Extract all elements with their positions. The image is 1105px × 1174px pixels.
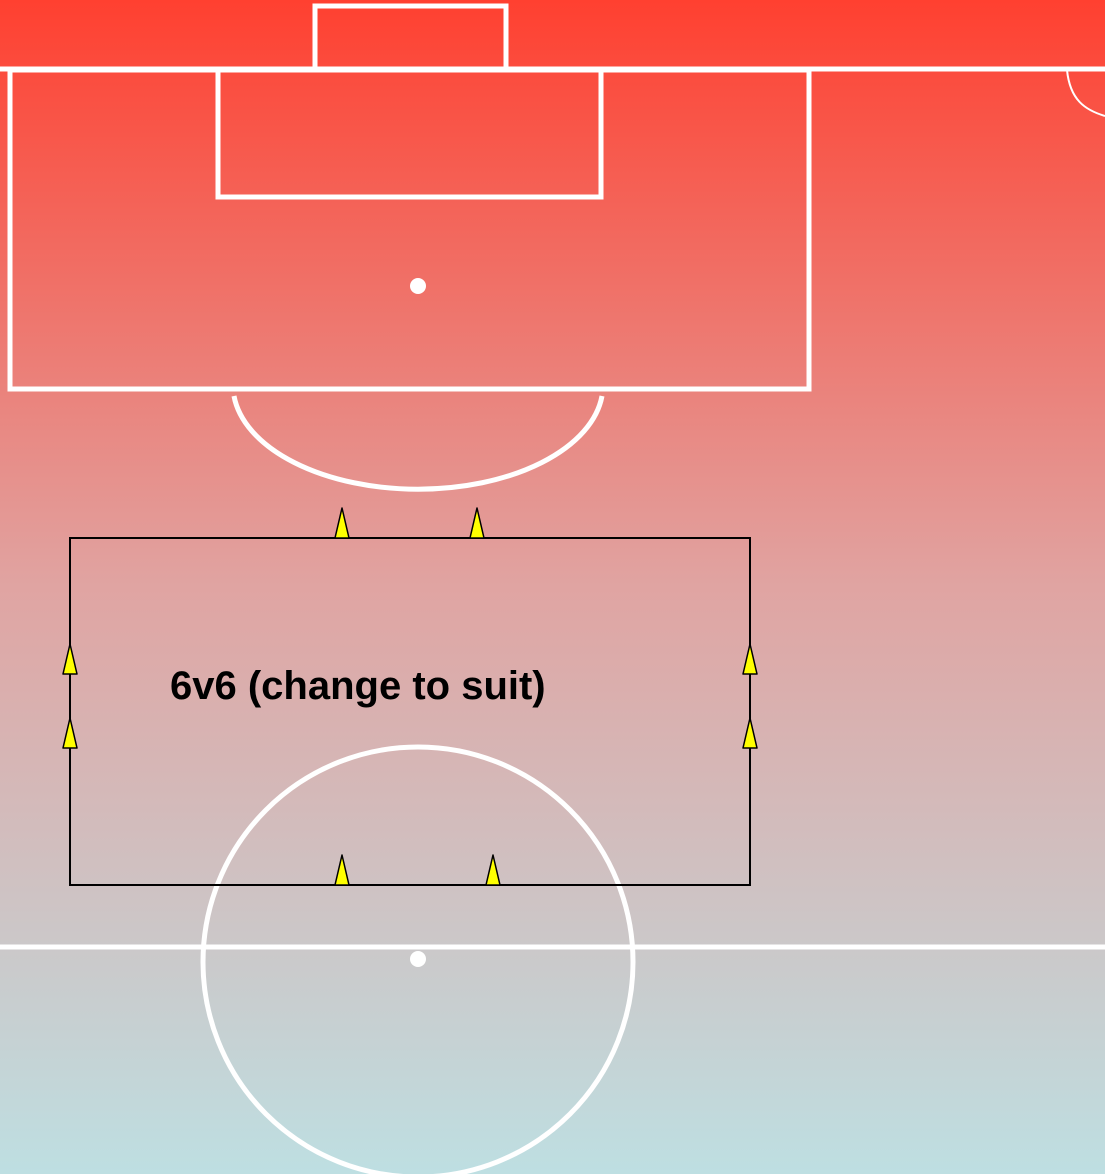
goal-area bbox=[215, 67, 604, 200]
penalty-spot bbox=[410, 278, 426, 294]
cone bbox=[485, 854, 501, 886]
cone bbox=[469, 507, 485, 539]
pitch-markings bbox=[0, 3, 1105, 1174]
center-spot bbox=[410, 951, 426, 967]
penalty-arc bbox=[231, 395, 605, 492]
cone bbox=[62, 717, 78, 749]
corner-arc bbox=[1066, 69, 1105, 117]
drill-area bbox=[69, 537, 751, 886]
cone bbox=[334, 507, 350, 539]
cones bbox=[62, 507, 758, 886]
center-circle bbox=[200, 744, 636, 1174]
cone bbox=[742, 717, 758, 749]
cone bbox=[742, 643, 758, 675]
drill-label: 6v6 (change to suit) bbox=[170, 664, 546, 708]
cone bbox=[334, 854, 350, 886]
cone bbox=[62, 643, 78, 675]
